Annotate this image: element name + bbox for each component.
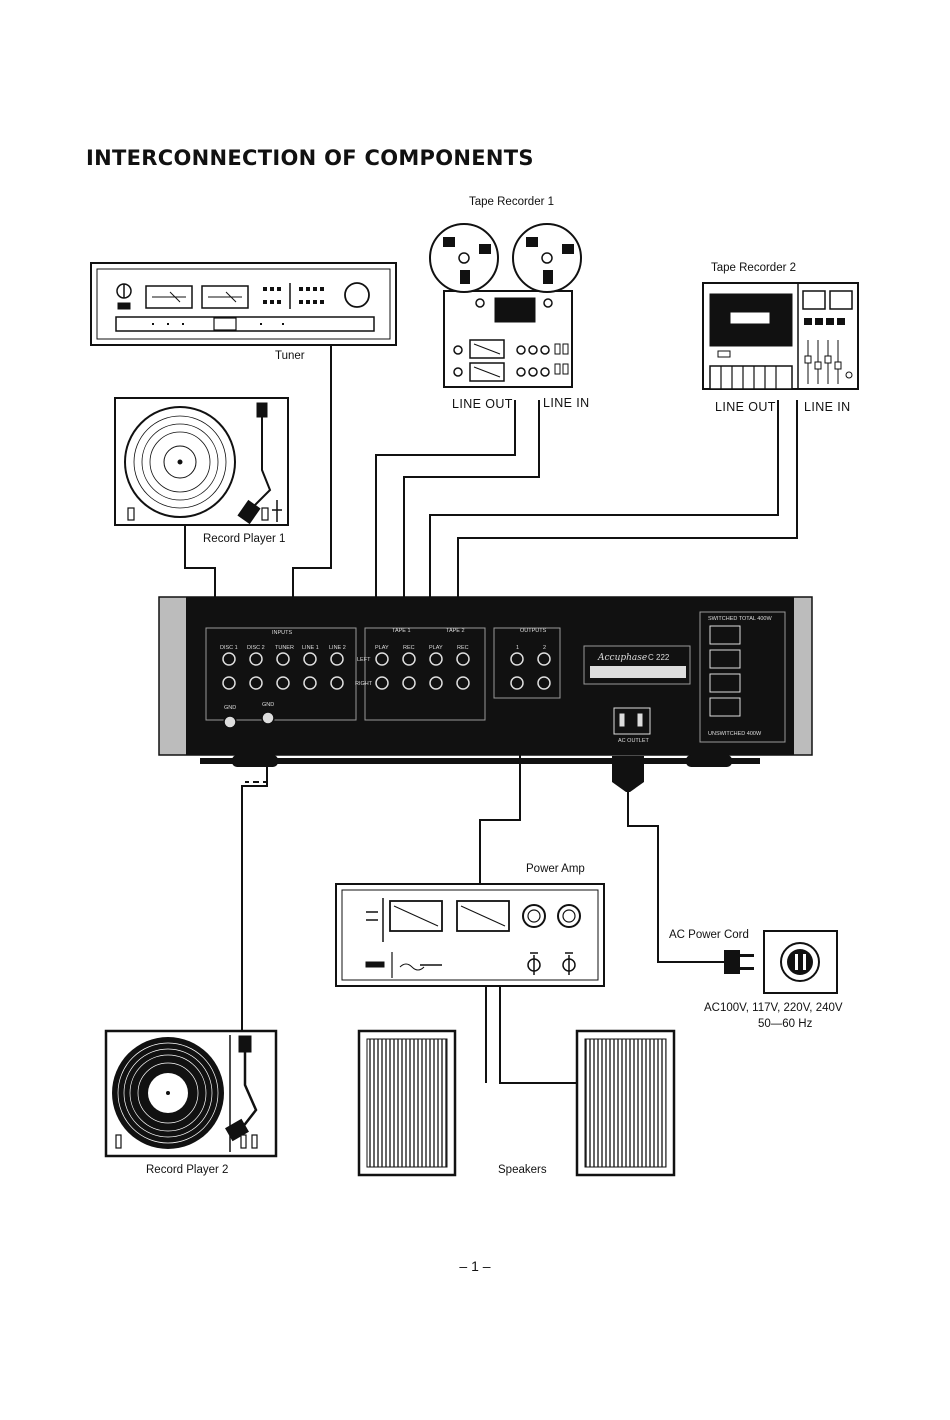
- preamp-gnd-label: GND: [224, 705, 236, 711]
- preamp-input-label: LINE 2: [329, 645, 346, 651]
- label-ac-power-cord: AC Power Cord: [669, 929, 749, 941]
- preamp-gnd-terminals: [223, 711, 275, 729]
- record-player-2: [104, 1029, 278, 1158]
- tape-recorder-2: [702, 282, 859, 390]
- tape-recorder-1: [429, 223, 582, 388]
- preamp-unswitched-label: UNSWITCHED 400W: [708, 731, 762, 737]
- preamp-output-label: 2: [543, 645, 546, 651]
- label-record-player-1: Record Player 1: [203, 533, 286, 545]
- preamp-section-inputs: INPUTS: [272, 630, 293, 636]
- speaker-right: [575, 1029, 676, 1177]
- preamp-input-label: LINE 1: [302, 645, 319, 651]
- label-frequency: 50—60 Hz: [758, 1018, 813, 1030]
- page-title: INTERCONNECTION OF COMPONENTS: [86, 146, 534, 170]
- cable-ac-power: [627, 790, 725, 963]
- ground-wire-2: [245, 730, 268, 783]
- preamp-input-label: TUNER: [275, 645, 294, 651]
- cable-speaker-right: [499, 986, 578, 1084]
- preamp-section-tape2: TAPE 2: [446, 628, 465, 634]
- preamp-right-label: RIGHT: [355, 681, 373, 687]
- ac-plug: [724, 950, 754, 974]
- preamp-switched-label: SWITCHED TOTAL 400W: [708, 616, 772, 622]
- label-voltages: AC100V, 117V, 220V, 240V: [704, 1002, 843, 1014]
- preamp-tape-label: PLAY: [375, 645, 389, 651]
- cable-tape1-out-a: [375, 400, 516, 650]
- preamp-tape-label: REC: [403, 645, 415, 651]
- preamp-model: C 222: [648, 653, 670, 662]
- power-amp: [335, 883, 605, 987]
- preamp-left-label: LEFT: [357, 657, 371, 663]
- speaker-left: [357, 1029, 457, 1177]
- preamp-gnd-label: GND: [262, 702, 274, 708]
- label-record-player-2: Record Player 2: [146, 1164, 229, 1176]
- preamp-input-label: DISC 1: [220, 645, 238, 651]
- preamp-power-plug: [612, 756, 644, 792]
- cable-tape1-in: [403, 400, 540, 650]
- label-tr1-line-out: LINE OUT: [452, 397, 513, 411]
- page-number: – 1 –: [459, 1258, 491, 1274]
- preamp-jacks: [222, 652, 551, 690]
- cable-tape2-in: [457, 400, 798, 650]
- preamp-brand: Accuphase: [597, 653, 647, 663]
- label-tuner: Tuner: [275, 350, 305, 362]
- label-tr1-line-in: LINE IN: [543, 396, 590, 410]
- label-tr2-line-in: LINE IN: [804, 400, 851, 414]
- preamp-ac-outlet-label: AC OUTLET: [618, 738, 650, 744]
- record-player-1: [114, 397, 289, 526]
- preamp-tape-label: PLAY: [429, 645, 443, 651]
- label-tape-recorder-1: Tape Recorder 1: [469, 196, 555, 208]
- tuner: [90, 262, 397, 346]
- preamp-input-label: DISC 2: [247, 645, 265, 651]
- preamp-tape-label: REC: [457, 645, 469, 651]
- cable-tape2-out: [429, 400, 779, 650]
- label-tr2-line-out: LINE OUT: [715, 400, 776, 414]
- preamp-section-outputs: OUTPUTS: [520, 628, 547, 634]
- preamp-output-label: 1: [516, 645, 519, 651]
- label-speakers: Speakers: [498, 1164, 547, 1176]
- label-power-amp: Power Amp: [526, 863, 585, 875]
- label-tape-recorder-2: Tape Recorder 2: [711, 262, 797, 274]
- preamp-section-tape1: TAPE 1: [392, 628, 411, 634]
- wall-outlet: [763, 930, 838, 994]
- preamp-rear-panel: INPUTS TAPE 1 TAPE 2 OUTPUTS DISC 1 DISC…: [158, 596, 813, 767]
